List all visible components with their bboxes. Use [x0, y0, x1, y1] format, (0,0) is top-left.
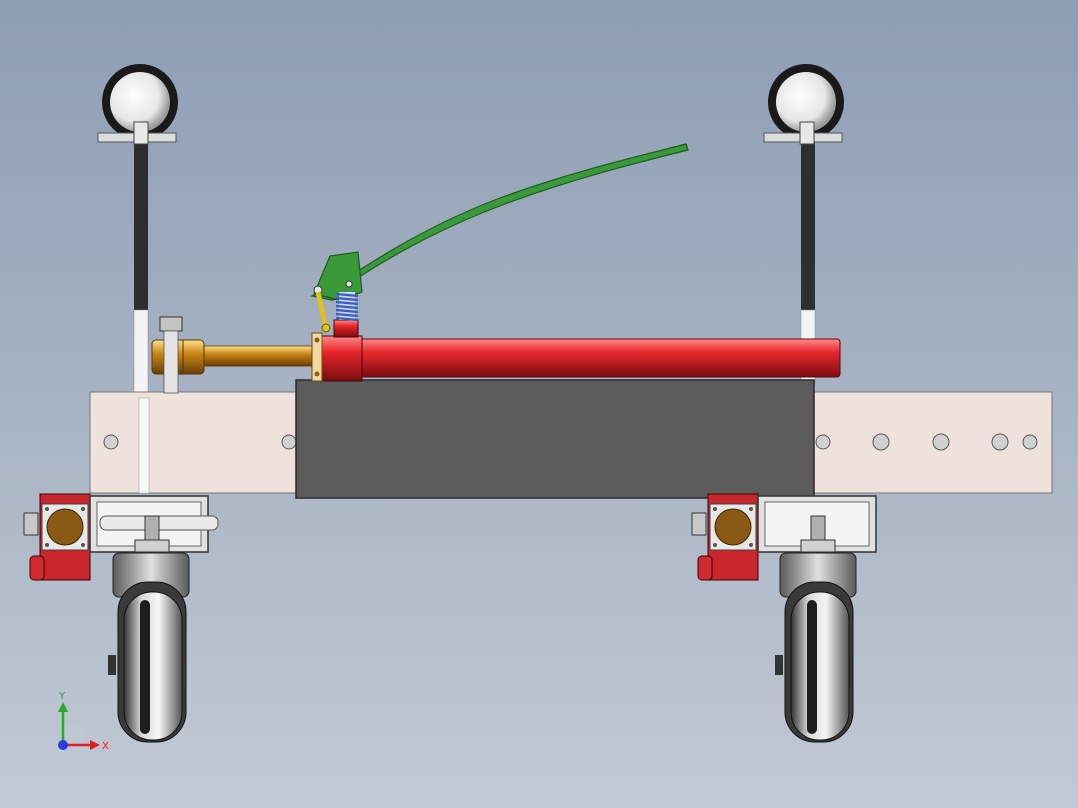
- left-caster-assembly[interactable]: [23, 493, 219, 743]
- left-post-lower: [133, 309, 149, 396]
- left-caster-nut: [134, 539, 170, 553]
- frame-hole: [1022, 434, 1038, 450]
- x-axis-label: X: [102, 741, 109, 752]
- handle-pin: [345, 280, 353, 288]
- left-wheel-hub: [140, 600, 150, 734]
- left-roller: [110, 72, 170, 132]
- right-caster-nut: [800, 539, 836, 553]
- frame-hole: [103, 434, 119, 450]
- right-post-cap: [799, 121, 815, 145]
- triad-plane: [63, 722, 86, 745]
- left-bracket-nut: [23, 512, 39, 536]
- right-wheel-hub: [807, 600, 817, 734]
- right-bracket-nut: [691, 512, 707, 536]
- frame-slot: [138, 397, 150, 494]
- piston-rod[interactable]: [151, 316, 313, 394]
- pump-handle-assembly[interactable]: [309, 143, 689, 333]
- center-housing[interactable]: [295, 379, 815, 499]
- right-axle-nut: [775, 655, 783, 675]
- frame-hole: [872, 433, 890, 451]
- left-bracket-knob: [29, 555, 45, 581]
- cylinder-barrel: [357, 338, 841, 378]
- y-axis-label: Y: [58, 691, 66, 702]
- rod-shaft: [199, 345, 313, 367]
- y-axis-arrow: [58, 702, 68, 712]
- flange-bolt: [314, 337, 320, 343]
- coordinate-triad[interactable]: Y X: [58, 691, 109, 752]
- right-caster-assembly[interactable]: [691, 493, 877, 743]
- handle-link: [315, 291, 329, 329]
- x-axis-arrow: [90, 740, 100, 750]
- frame-hole: [815, 434, 831, 450]
- right-roller-assembly[interactable]: [763, 64, 844, 386]
- flange-bolt: [314, 371, 320, 377]
- right-clamp-stem: [810, 515, 826, 543]
- rod-bolt-head: [159, 316, 183, 332]
- right-wheel[interactable]: [790, 591, 850, 741]
- frame-hole: [932, 433, 950, 451]
- triad-origin: [58, 740, 68, 750]
- left-clamp-stem: [144, 515, 160, 543]
- left-axle-nut: [108, 655, 116, 675]
- right-roller: [776, 72, 836, 132]
- left-roller-assembly[interactable]: [97, 64, 178, 396]
- pump-cap: [333, 319, 359, 338]
- left-wheel[interactable]: [123, 591, 183, 741]
- pump-body: [319, 335, 363, 382]
- rod-bolt-shank: [163, 330, 179, 394]
- frame-hole: [281, 434, 297, 450]
- hydraulic-cylinder[interactable]: [311, 319, 841, 382]
- right-bracket-knob: [697, 555, 713, 581]
- left-bracket-disc: [46, 508, 84, 546]
- right-bracket-disc: [714, 508, 752, 546]
- link-pin: [321, 323, 331, 333]
- frame-hole: [991, 433, 1009, 451]
- return-spring: [335, 292, 359, 322]
- left-post-cap: [133, 121, 149, 145]
- pump-handle[interactable]: [309, 143, 689, 301]
